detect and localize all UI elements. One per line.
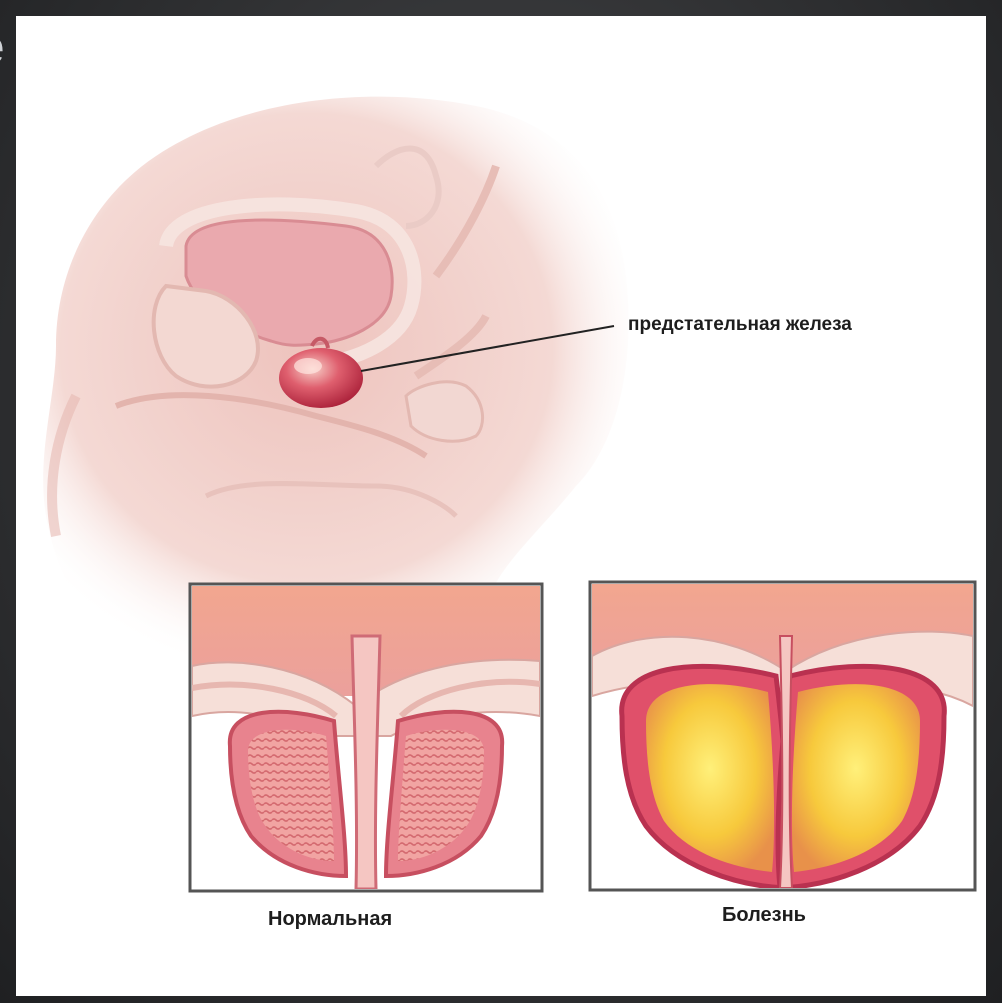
gland-label: предстательная железа <box>628 314 852 336</box>
disease-label: Болезнь <box>722 904 806 927</box>
normal-label: Нормальная <box>268 908 392 931</box>
anatomy-illustration <box>16 16 986 996</box>
disease-inset <box>590 582 975 890</box>
illustration-panel: предстательная железа Нормальная Болезнь <box>16 16 986 996</box>
cropped-edge-text: e <box>0 20 5 75</box>
normal-inset <box>190 584 542 891</box>
seminal-vesicle <box>406 382 483 441</box>
prostate-highlight <box>294 358 322 374</box>
prostate-gland <box>279 348 363 408</box>
